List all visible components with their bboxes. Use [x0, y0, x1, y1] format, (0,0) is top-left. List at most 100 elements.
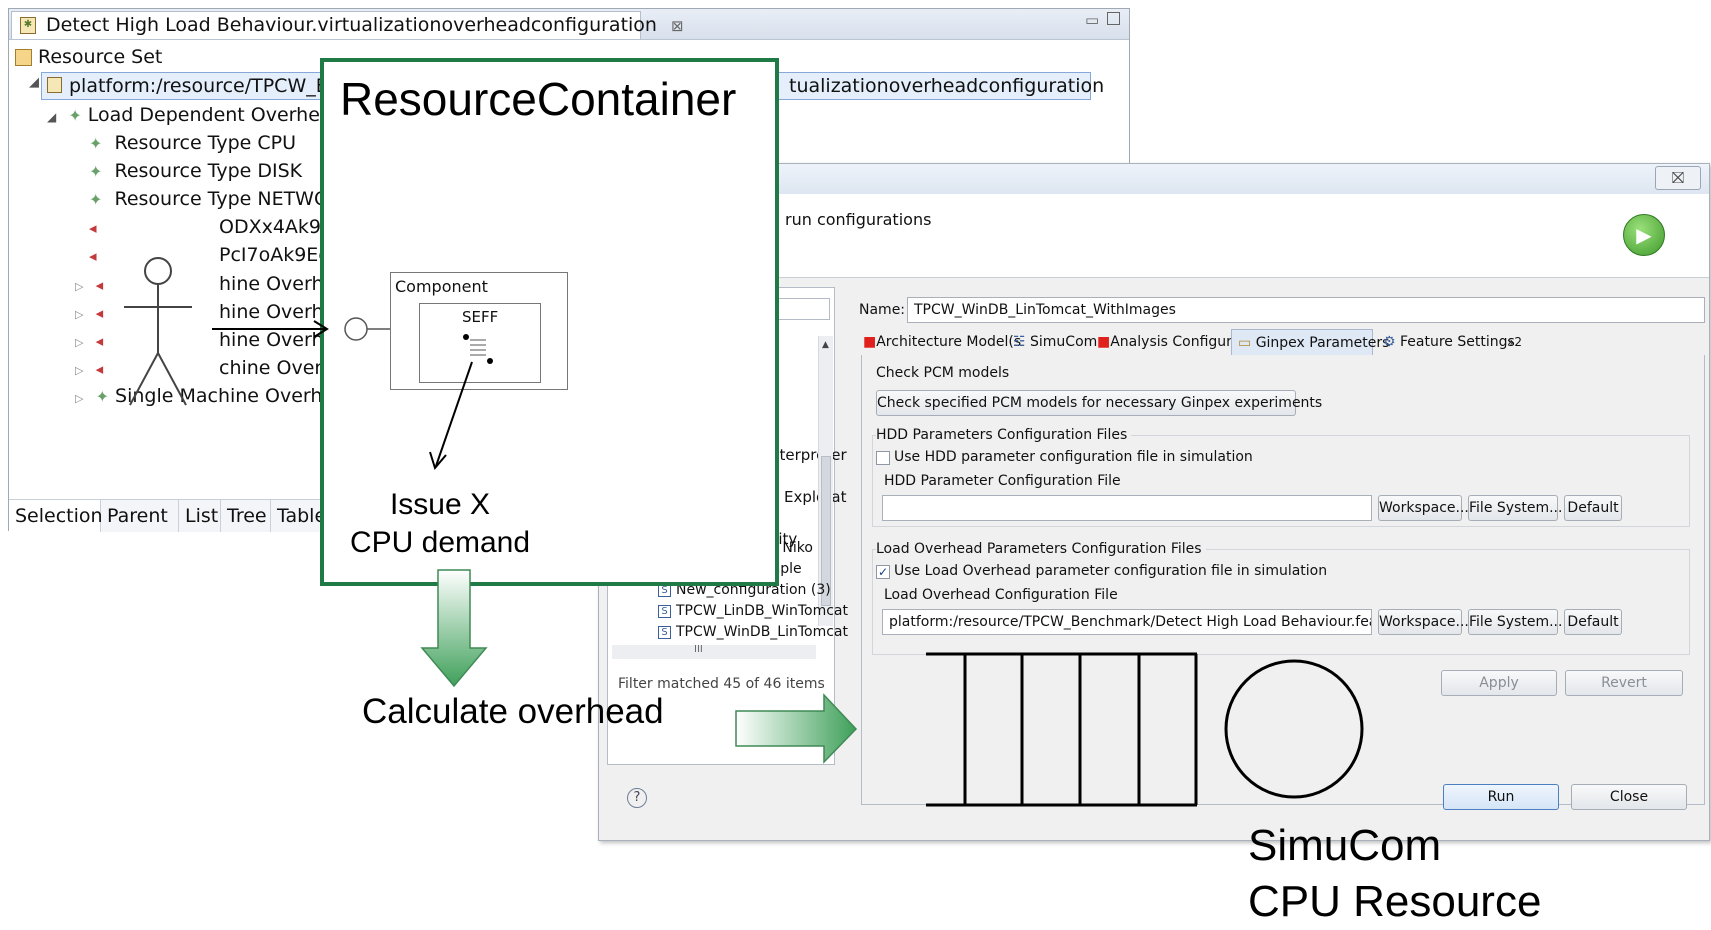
tree-item-label: hine Overhea: [219, 329, 347, 351]
element-icon: ◂: [95, 332, 104, 350]
ginpex-panel: Check PCM models Check specified PCM mod…: [861, 355, 1705, 805]
resource-set-row: Resource Set: [15, 44, 162, 70]
tab-ginpex-parameters[interactable]: ▭ Ginpex Parameters: [1231, 329, 1389, 355]
element-icon: ✦: [68, 106, 82, 125]
check-pcm-button[interactable]: Check specified PCM models for necessary…: [876, 390, 1322, 416]
hdd-file-field[interactable]: [882, 495, 1372, 521]
seff-label: SEFF: [462, 308, 499, 326]
scroll-thumb: [821, 456, 831, 606]
load-checkbox-label: Use Load Overhead parameter configuratio…: [894, 563, 1328, 579]
tree-item[interactable]: ◢ ✦ Load Dependent Overhea: [47, 104, 332, 126]
component-box: Component SEFF: [390, 272, 568, 390]
tree-item-label: PcI7oAk9EeC: [219, 244, 344, 266]
hdd-checkbox-label: Use HDD parameter configuration file in …: [894, 449, 1253, 465]
config-icon: S: [658, 625, 671, 639]
error-marker-icon: ■: [1097, 334, 1111, 350]
tab-selection[interactable]: Selection: [9, 500, 103, 532]
load-checkbox[interactable]: ✓: [876, 565, 890, 579]
hdd-checkbox[interactable]: [876, 451, 890, 465]
tree-item[interactable]: ✦ Resource Type DISK: [89, 160, 303, 182]
tree-item[interactable]: ✦ Resource Type CPU: [89, 132, 296, 154]
component-label: Component: [395, 277, 488, 296]
hdd-group-label: HDD Parameters Configuration Files: [876, 427, 1132, 443]
provided-interface-icon: [344, 317, 368, 341]
editor-tab[interactable]: ✱ Detect High Load Behaviour.virtualizat…: [11, 11, 684, 39]
queue-icon: [926, 652, 1198, 807]
dialog-close-icon[interactable]: ⛝: [1655, 166, 1701, 190]
tree-item[interactable]: ◂: [89, 214, 97, 241]
tab-tree[interactable]: Tree: [221, 500, 271, 532]
load-workspace-button[interactable]: Workspace...: [1378, 609, 1469, 635]
apply-button[interactable]: Apply: [1441, 670, 1557, 696]
more-tabs-chevron[interactable]: »2: [1507, 335, 1522, 349]
load-filesystem-button[interactable]: File System...: [1468, 609, 1562, 635]
simucom-cpu-resource-label: SimuCom CPU Resource: [1248, 821, 1542, 926]
issue-cpu-demand-label: Issue X CPU demand: [349, 488, 531, 559]
load-group-label: Load Overhead Parameters Configuration F…: [876, 541, 1206, 557]
expand-icon: ▷: [75, 336, 84, 349]
element-icon: ◂: [89, 247, 97, 265]
horizontal-scrollbar[interactable]: III: [612, 644, 816, 659]
run-button[interactable]: Run: [1443, 784, 1559, 810]
tab-parent[interactable]: Parent: [101, 500, 179, 532]
tree-item[interactable]: ▷ ✦ Single Machine Overhe: [75, 385, 335, 407]
tree-item[interactable]: ▷ ◂: [75, 327, 103, 356]
tab-analysis-configuration[interactable]: ■Analysis Configurati: [1097, 334, 1250, 350]
tree-item-label: ODXx4Ak9Ee: [219, 216, 345, 238]
dialog-title-bar: ⛝: [599, 164, 1709, 194]
tab-simucom[interactable]: ☷ SimuCom: [1013, 334, 1098, 350]
tab-feature-settings[interactable]: ⚙ Feature Settings: [1383, 334, 1515, 350]
config-file-icon: [47, 77, 62, 93]
element-icon: ✦: [89, 162, 103, 181]
editor-tab-close-icon[interactable]: ⊠: [671, 17, 684, 35]
editor-tab-bar: ✱ Detect High Load Behaviour.virtualizat…: [9, 9, 1129, 40]
to-resource-right-arrow: [735, 693, 858, 764]
calculate-down-arrow: [420, 569, 488, 688]
tree-item-label: chine Overhe: [219, 357, 346, 379]
actor-figure: [124, 257, 192, 406]
hdd-workspace-button[interactable]: Workspace...: [1378, 495, 1469, 521]
check-pcm-group-label: Check PCM models: [876, 365, 1010, 381]
collapse-icon[interactable]: ◢: [29, 75, 39, 90]
platform-path-left: platform:/resource/TPCW_Be: [69, 75, 341, 97]
dialog-header: ⛝ run configurations ▶: [599, 164, 1709, 278]
platform-path-right: tualizationoverheadconfiguration: [789, 75, 1105, 97]
resource-set-icon: [15, 49, 32, 66]
help-icon[interactable]: ?: [627, 788, 647, 808]
element-icon: ✦: [89, 190, 103, 209]
tree-item[interactable]: ◂: [89, 242, 97, 269]
name-label: Name:: [859, 302, 906, 318]
issue-arrow: [435, 361, 473, 467]
seff-box: SEFF: [419, 303, 541, 383]
tree-item[interactable]: ▷ ◂: [75, 355, 103, 384]
list-scrollbar[interactable]: ▲: [818, 336, 833, 626]
calculate-overhead-label: Calculate overhead: [362, 692, 664, 731]
tab-architecture-models[interactable]: ■Architecture Model(s: [863, 334, 1022, 350]
tab-list[interactable]: List: [179, 500, 221, 532]
hdd-filesystem-button[interactable]: File System...: [1468, 495, 1562, 521]
simucom-tab-icon: ☷: [1013, 334, 1026, 350]
minimize-icon[interactable]: ▭: [1085, 11, 1100, 29]
tree-item[interactable]: ▷ ◂: [75, 271, 103, 300]
element-icon: ◂: [95, 276, 104, 294]
run-launch-icon[interactable]: ▶: [1623, 214, 1665, 256]
collapse-icon: ◢: [47, 110, 57, 124]
close-button[interactable]: Close: [1571, 784, 1687, 810]
revert-button[interactable]: Revert: [1565, 670, 1683, 696]
tree-item[interactable]: ✦ Resource Type NETWC: [89, 188, 328, 210]
dialog-title: run configurations: [785, 210, 932, 229]
maximize-icon[interactable]: [1107, 12, 1120, 25]
tree-item[interactable]: ▷ ◂: [75, 299, 103, 328]
expand-icon: ▷: [75, 280, 84, 293]
load-default-button[interactable]: Default: [1564, 609, 1622, 635]
name-field[interactable]: TPCW_WinDB_LinTomcat_WithImages: [907, 297, 1705, 323]
config-icon: S: [658, 604, 671, 618]
hdd-default-button[interactable]: Default: [1564, 495, 1622, 521]
editor-tab-title: Detect High Load Behaviour.virtualizatio…: [46, 14, 657, 36]
expand-icon: ▷: [75, 308, 84, 321]
load-file-field[interactable]: platform:/resource/TPCW_Benchmark/Detect…: [882, 609, 1372, 635]
tree-item-label: hine Overhea: [219, 273, 347, 295]
